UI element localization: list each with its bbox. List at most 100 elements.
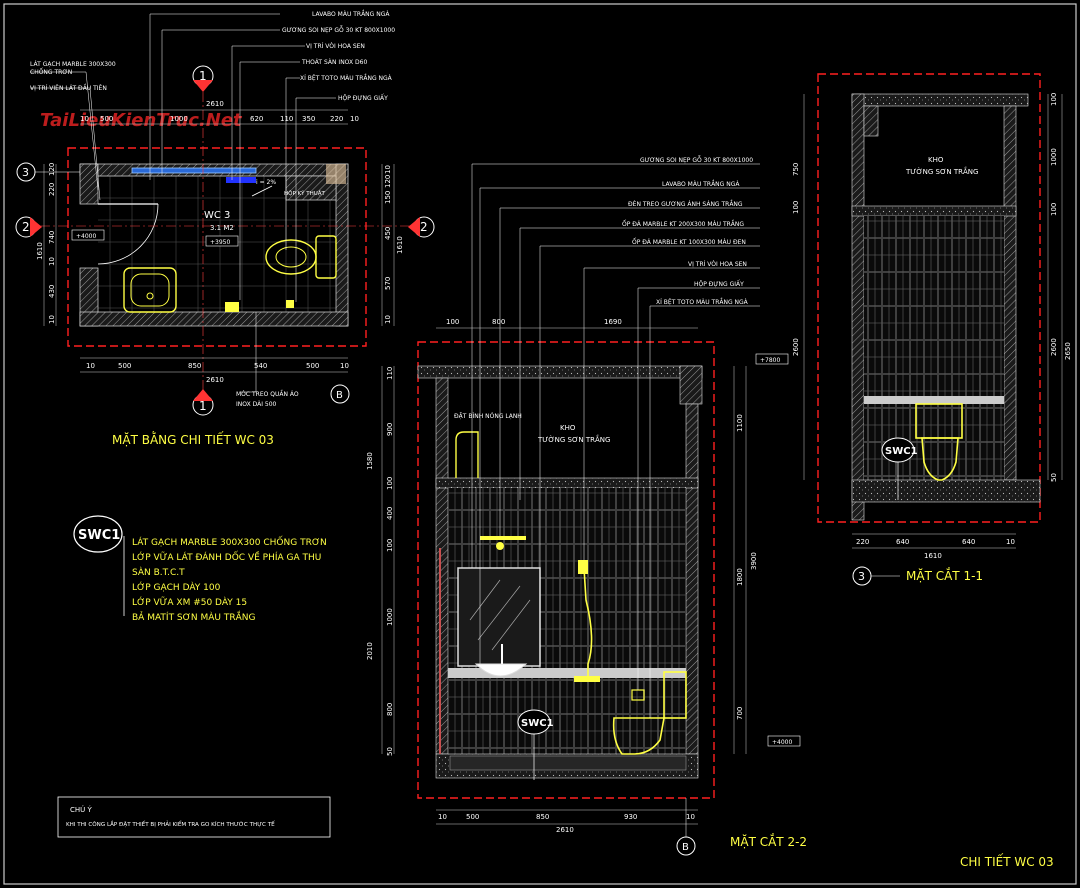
plan-door-swing bbox=[97, 203, 159, 265]
s22-storage-shelf bbox=[435, 477, 699, 489]
plan-top-dim-4: 110 bbox=[280, 115, 293, 123]
s22-left-dim-2: 100 bbox=[386, 477, 394, 490]
plan-top-dim-5: 350 bbox=[302, 115, 315, 123]
s11-right-dim-4: 50 bbox=[1050, 473, 1058, 482]
plan-left-dim-3: 10 bbox=[48, 257, 56, 266]
section-2-2: SWC1 KHO TƯỜNG SƠN TRẮNG ĐẶT BÌNH NÓNG L… bbox=[366, 156, 807, 856]
s22-tag: SWC1 bbox=[521, 718, 554, 729]
legend-line-5: BẢ MATÍT SƠN MÀU TRẮNG bbox=[132, 610, 255, 623]
s22-toilet-tank bbox=[663, 671, 687, 719]
s22-left-dim-7: 50 bbox=[386, 747, 394, 756]
s11-boundary bbox=[817, 73, 1041, 523]
s22-shower-hose bbox=[583, 567, 593, 676]
s22-vanity-counter bbox=[448, 668, 686, 678]
s22-heater: ĐẶT BÌNH NÓNG LẠNH bbox=[454, 413, 522, 420]
s22-toilet-bowl bbox=[612, 717, 665, 755]
plan-top-dim-2: 1000 bbox=[170, 115, 188, 123]
plan-left-dim-5: 10 bbox=[48, 315, 56, 324]
s11-bottom-dim-0: 220 bbox=[856, 538, 869, 546]
legend-line-4: LỚP VỮA XM #50 DÀY 15 bbox=[132, 596, 247, 608]
s11-left-dim-2: 2600 bbox=[792, 338, 800, 356]
s22-basin bbox=[474, 663, 528, 677]
legend-line-3: LỚP GẠCH DÀY 100 bbox=[132, 581, 221, 593]
watermark: TaiLieuKienTruc.Net bbox=[40, 110, 243, 131]
legend-tag: SWC1 bbox=[78, 528, 120, 543]
plan-wall-right bbox=[335, 163, 349, 327]
s22-bottom-dim-3: 930 bbox=[624, 813, 637, 821]
plan-wall-bottom bbox=[79, 311, 349, 327]
plan-axis-2-left: 2 bbox=[22, 220, 30, 234]
sheet-frame bbox=[3, 3, 1077, 885]
s11-kho-2: TƯỜNG SƠN TRẮNG bbox=[905, 166, 978, 176]
s22-ceiling-slab bbox=[417, 365, 703, 379]
plan-leaders bbox=[30, 13, 336, 393]
s22-bottom-dim-1: 500 bbox=[466, 813, 479, 821]
plan-bottom-dim-5: 10 bbox=[340, 362, 349, 370]
material-legend: SWC1 LÁT GẠCH MARBLE 300X300 CHỐNG TRƠN … bbox=[73, 515, 327, 623]
s11-bottom-dim-3: 10 bbox=[1006, 538, 1015, 546]
plan-label-1: GƯƠNG SOI NẸP GỖ 30 KT 800X1000 bbox=[282, 26, 395, 34]
plan-axis-3: 3 bbox=[22, 166, 29, 179]
plan-right-dim-1: 120 bbox=[384, 175, 392, 188]
plan-axis-1-top: 1 bbox=[199, 69, 207, 83]
s22-label-1: LAVABO MÀU TRẮNG NGÀ bbox=[662, 180, 740, 188]
s11-axis-3: 3 bbox=[858, 570, 865, 583]
s22-right-dim-0: 1100 bbox=[736, 414, 744, 432]
s11-right-dim-1: 1000 bbox=[1050, 148, 1058, 166]
plan-label-4: XÍ BỆT TOTO MÀU TRẮNG NGÀ bbox=[300, 74, 393, 82]
s11-storage-shelf bbox=[851, 205, 1017, 217]
s11-kho-1: KHO bbox=[928, 156, 944, 164]
s22-label-6: HỘP ĐỰNG GIẤY bbox=[694, 280, 744, 288]
s22-dimension-lines bbox=[381, 327, 747, 825]
plan-bottom-dim-3: 540 bbox=[254, 362, 267, 370]
s11-bottom-total: 1610 bbox=[924, 552, 942, 560]
plan-top-dim-1: 500 bbox=[100, 115, 113, 123]
s22-axis-b: B bbox=[682, 842, 689, 853]
plan-left-dim-4: 430 bbox=[48, 285, 56, 298]
s22-wall-left bbox=[435, 377, 449, 755]
legend-line-2: SÀN B.T.C.T bbox=[132, 566, 185, 578]
s22-left-dim-1: 900 bbox=[386, 423, 394, 436]
s22-boundary bbox=[417, 341, 715, 799]
plan-left-dim-1: 220 bbox=[48, 183, 56, 196]
s22-top-dim-2: 1690 bbox=[604, 318, 622, 326]
s11-tag: SWC1 bbox=[885, 446, 918, 457]
s22-left-dim-3: 400 bbox=[386, 507, 394, 520]
s11-toilet-bowl bbox=[921, 437, 959, 481]
plan-right-dim-0: 10 bbox=[384, 165, 392, 174]
plan-room-name: WC 3 bbox=[204, 210, 230, 221]
plan-paper-box bbox=[286, 300, 294, 308]
plan-label-0: LAVABO MÀU TRẮNG NGÀ bbox=[312, 10, 390, 18]
s11-right-dim-0: 100 bbox=[1050, 93, 1058, 106]
plan-axis-1-bottom: 1 bbox=[199, 399, 207, 413]
s11-bottom-dim-2: 640 bbox=[962, 538, 975, 546]
plan-left-label-0: LÁT GẠCH MARBLE 300X300 bbox=[30, 61, 116, 68]
plan-left-label-2: VỊ TRÍ VIÊN LÁT ĐẦU TIÊN bbox=[30, 84, 107, 92]
plan-left-total: 1610 bbox=[36, 242, 44, 260]
s11-wall-left bbox=[851, 93, 865, 521]
s11-right-dim-3: 2600 bbox=[1050, 338, 1058, 356]
s22-bottom-dim-4: 10 bbox=[686, 813, 695, 821]
plan-axis-markers: 1 1 2 2 3 B bbox=[15, 65, 435, 416]
plan-label-3: THOÁT SÀN INOX D60 bbox=[301, 59, 367, 66]
plan-shower-mixer bbox=[226, 177, 256, 183]
s22-top-dim-0: 100 bbox=[446, 318, 459, 326]
plan-boundary bbox=[67, 147, 367, 347]
plan-bottom-dim-2: 850 bbox=[188, 362, 201, 370]
s11-floor-slab bbox=[851, 479, 1041, 503]
s22-kho-1: KHO bbox=[560, 424, 576, 432]
s22-right-total: 3900 bbox=[750, 552, 758, 570]
s22-shower-mixer bbox=[574, 676, 600, 682]
s22-wall-right bbox=[685, 403, 699, 755]
s22-left-dim-4: 100 bbox=[386, 539, 394, 552]
note-text: KHI THI CÔNG LẮP ĐẶT THIẾT BỊ PHẢI KIỂM … bbox=[66, 820, 275, 828]
plan-floor-drain bbox=[225, 302, 239, 312]
plan-right-dim-4: 570 bbox=[384, 277, 392, 290]
s22-mirror-lamp bbox=[480, 536, 526, 540]
s22-level-bottom: +4000 bbox=[772, 739, 792, 746]
note-box: CHÚ Ý KHI THI CÔNG LẮP ĐẶT THIẾT BỊ PHẢI… bbox=[57, 796, 331, 838]
plan-slope: i = 2% bbox=[256, 179, 276, 186]
plan-toilet-bowl bbox=[265, 239, 317, 275]
sheet-title: CHI TIẾT WC 03 bbox=[960, 853, 1054, 869]
